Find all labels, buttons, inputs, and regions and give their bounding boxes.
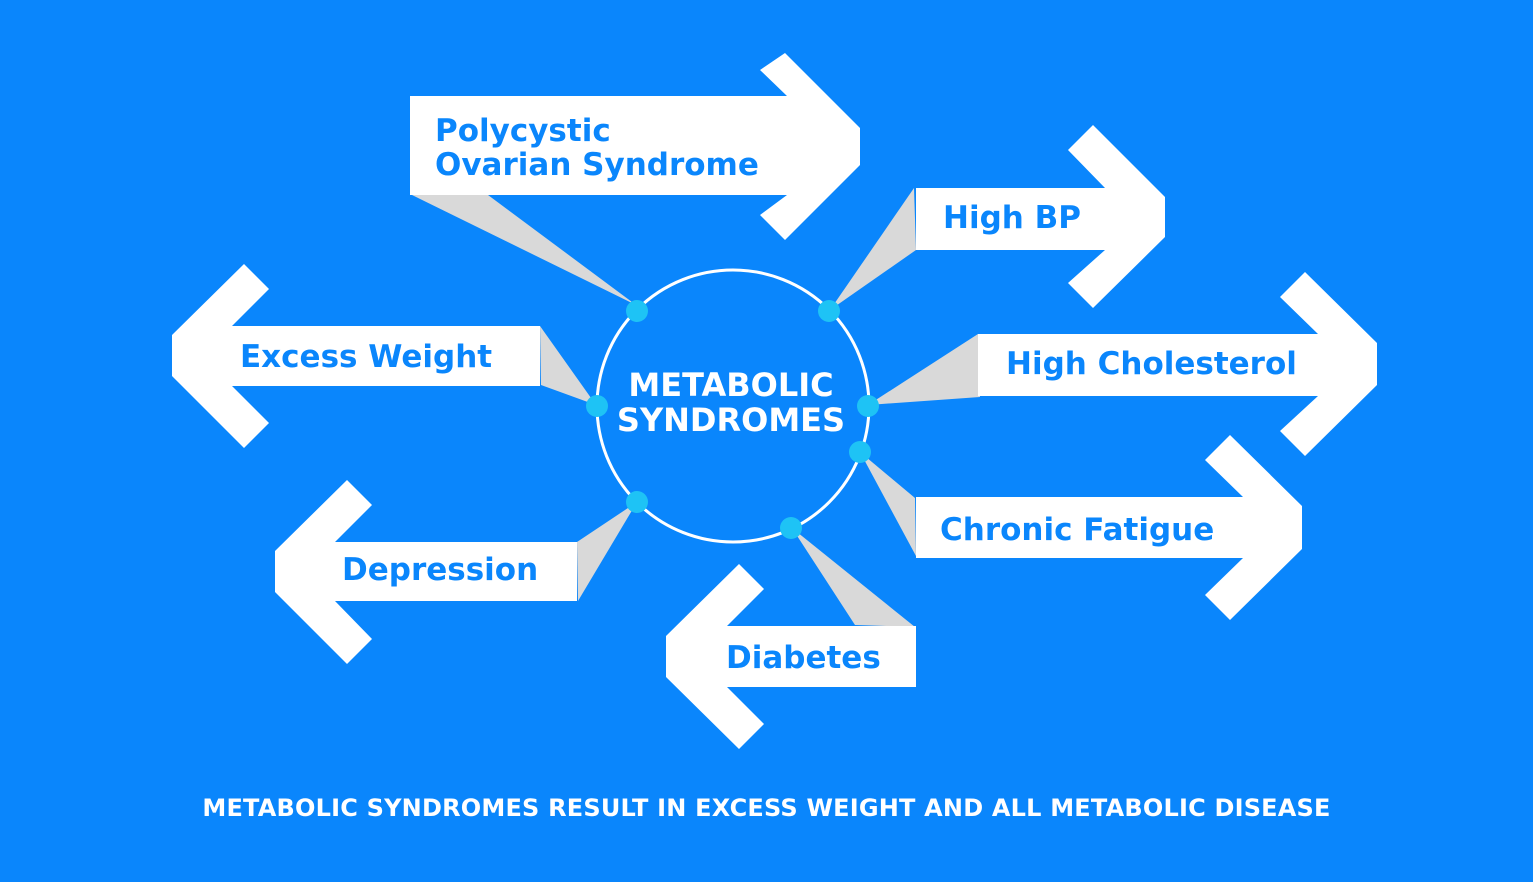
label-excess-weight: Excess Weight <box>240 339 492 375</box>
connector-dot-excess-weight <box>586 395 608 417</box>
arrow-pcos <box>410 53 860 240</box>
arrow-high-bp <box>916 125 1165 308</box>
tail-pcos <box>412 195 636 305</box>
center-title-line1: METABOLIC <box>628 366 833 404</box>
tail-excess-weight <box>540 326 596 405</box>
label-chronic-fatigue: Chronic Fatigue <box>940 512 1214 548</box>
arrow-excess-weight <box>172 264 540 448</box>
tail-chronic-fatigue <box>860 452 916 556</box>
label-high-bp: High BP <box>943 200 1081 236</box>
tail-diabetes <box>792 528 915 627</box>
connector-dot-depression <box>626 491 648 513</box>
arrows <box>172 53 1377 749</box>
footer-caption: METABOLIC SYNDROMES RESULT IN EXCESS WEI… <box>202 794 1331 822</box>
connector-dots <box>586 300 879 539</box>
arrow-chronic-fatigue <box>916 435 1302 620</box>
callout-tails <box>412 188 980 627</box>
connector-dot-chronic-fatigue <box>849 441 871 463</box>
label-pcos-line1: Polycystic <box>435 113 611 149</box>
label-diabetes: Diabetes <box>726 640 881 676</box>
connector-dot-high-cholesterol <box>857 395 879 417</box>
label-pcos-line2: Ovarian Syndrome <box>435 147 759 183</box>
tail-high-cholesterol <box>868 334 980 405</box>
arrow-high-cholesterol <box>978 272 1377 456</box>
arrow-diabetes <box>666 564 916 749</box>
arrow-depression <box>275 480 577 664</box>
connector-dot-high-bp <box>818 300 840 322</box>
tail-depression <box>577 502 637 601</box>
connector-dot-diabetes <box>780 517 802 539</box>
center-title-line2: SYNDROMES <box>617 401 845 439</box>
tail-high-bp <box>830 188 916 310</box>
label-high-cholesterol: High Cholesterol <box>1006 346 1297 382</box>
connector-dot-pcos <box>626 300 648 322</box>
label-depression: Depression <box>342 552 538 588</box>
